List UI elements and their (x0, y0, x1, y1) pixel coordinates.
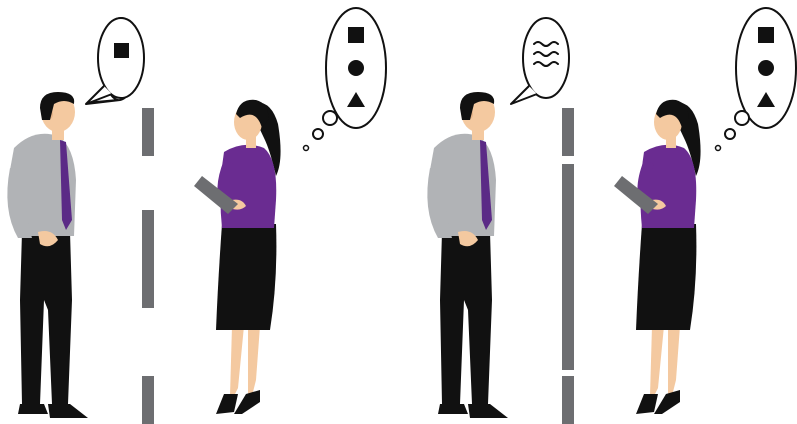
circle-symbol (348, 60, 364, 76)
left-scene (7, 8, 386, 424)
square-symbol (348, 27, 364, 43)
thought-bubble (304, 8, 387, 151)
woman-listener (614, 100, 701, 414)
speech-bubble (86, 18, 144, 104)
woman-listener (194, 100, 281, 414)
square-symbol (758, 27, 774, 43)
thought-bubble (716, 8, 797, 151)
man-speaker (7, 92, 88, 418)
right-scene (427, 8, 796, 424)
man-speaker (427, 92, 508, 418)
speech-bubble-noise (511, 18, 569, 104)
circle-symbol (758, 60, 774, 76)
square-symbol (114, 43, 129, 58)
barrier-dashed (142, 108, 154, 424)
barrier-solid (562, 108, 574, 424)
